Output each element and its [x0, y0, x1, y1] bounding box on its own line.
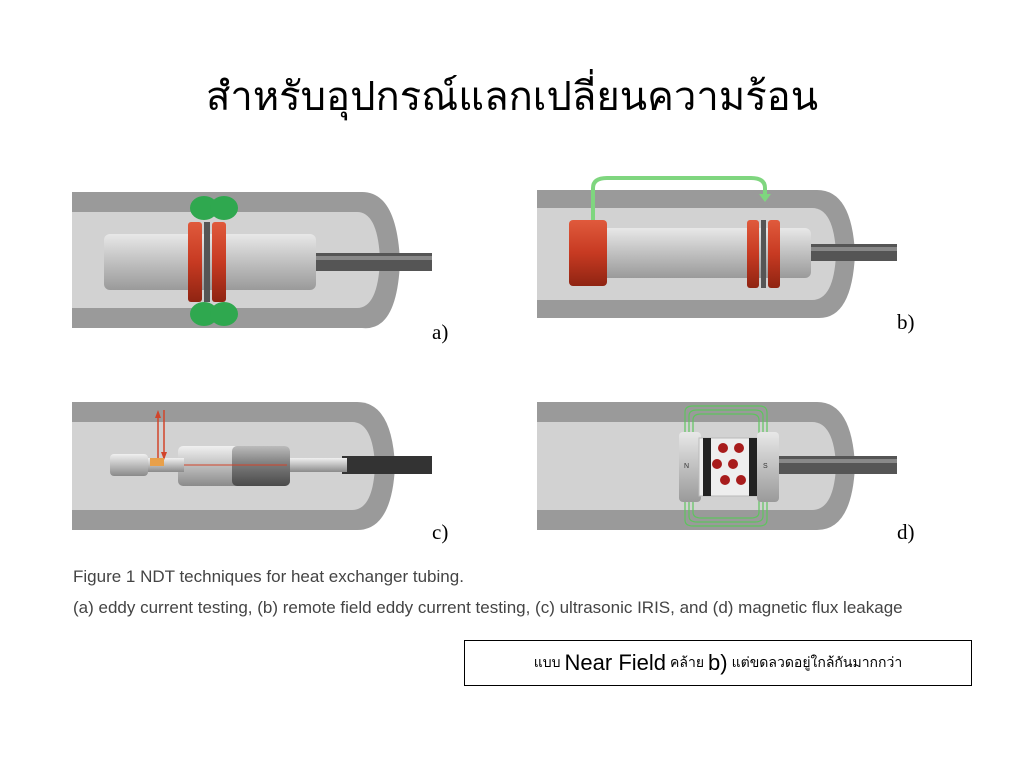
south-pole: [757, 432, 779, 502]
exciter-coil: [569, 220, 607, 286]
note-text-4: b): [708, 650, 728, 675]
cable: [775, 456, 897, 474]
figure-d-label: d): [897, 520, 915, 544]
field-lines: [190, 196, 238, 326]
figure-c-label: c): [432, 520, 449, 544]
rotating-mirror: [110, 454, 148, 476]
detector-coil: [747, 220, 780, 288]
figure-a-label: a): [432, 320, 449, 344]
figure-a-eddy-current: [72, 180, 442, 335]
slide-title: สำหรับอุปกรณ์แลกเปลี่ยนความร้อน: [205, 74, 819, 120]
note-text-5: แต่ขดลวดอยู่ใกล้กันมากกว่า: [731, 655, 903, 671]
note-text-2: Near Field: [564, 650, 667, 675]
figure-caption-description: (a) eddy current testing, (b) remote fie…: [73, 598, 903, 617]
south-pole-mark: S: [763, 463, 768, 470]
figure-b-label: b): [897, 310, 915, 334]
flux-lines: [684, 405, 768, 527]
note-box: แบบ Near Field คล้าย b) แต่ขดลวดอยู่ใกล้…: [464, 640, 972, 686]
figure-b-remote-field: [537, 170, 907, 325]
sensors: [712, 443, 746, 485]
figure-c-ultrasonic-iris: [72, 396, 442, 536]
figure-d-magnetic-flux-leakage: N S: [537, 396, 907, 536]
cable: [312, 253, 432, 271]
cable: [797, 244, 897, 261]
north-pole-mark: N: [684, 463, 689, 470]
figure-caption-title: Figure 1 NDT techniques for heat exchang…: [73, 567, 464, 586]
field-arrow: [591, 176, 767, 220]
north-pole: [679, 432, 701, 502]
coil: [188, 222, 226, 302]
cable: [342, 456, 432, 474]
note-text-1: แบบ: [533, 655, 561, 671]
note-text-3: คล้าย: [670, 655, 705, 671]
